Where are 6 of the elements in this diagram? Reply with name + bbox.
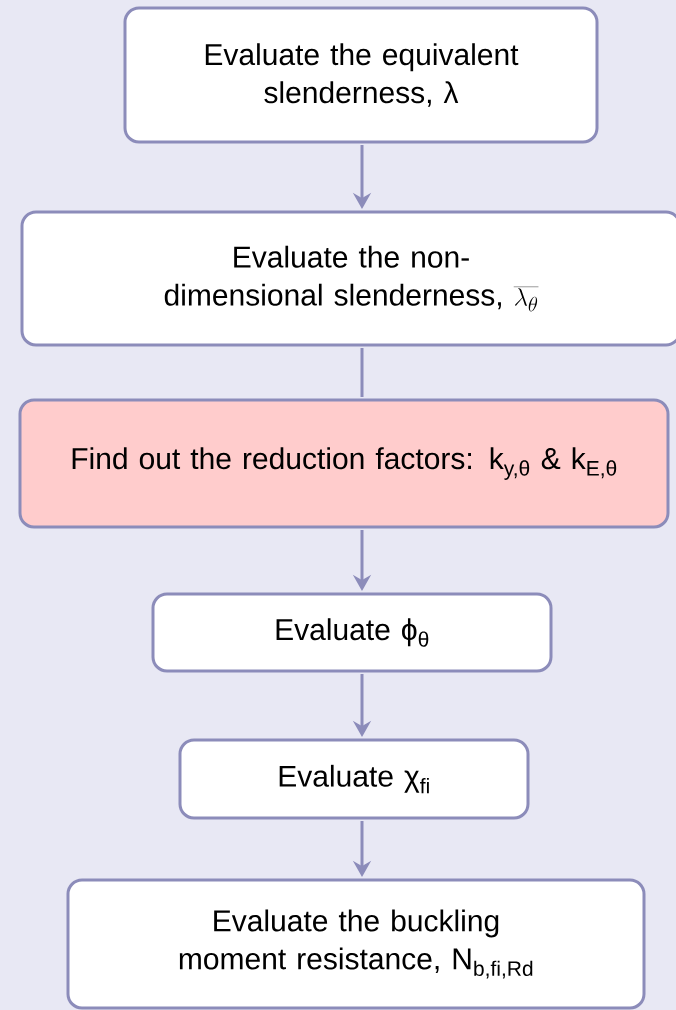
process-box: Evaluate the non-dimensional slenderness, $\overline{\lambda_\theta}$	[20, 210, 676, 347]
process-box: Evaluate the equivalent slenderness, λ	[123, 6, 599, 144]
process-box: Evaluate the buckling moment resistance, N$_{b,fi,Rd}$	[66, 878, 646, 1010]
process-box: Evaluate ϕ$_{θ}$	[151, 592, 553, 673]
process-box: Evaluate χ$_{fi}$	[178, 738, 530, 820]
process-box: Find out the reduction factors: k$_{y,θ}$ & k$_{E,θ}$	[18, 398, 670, 529]
